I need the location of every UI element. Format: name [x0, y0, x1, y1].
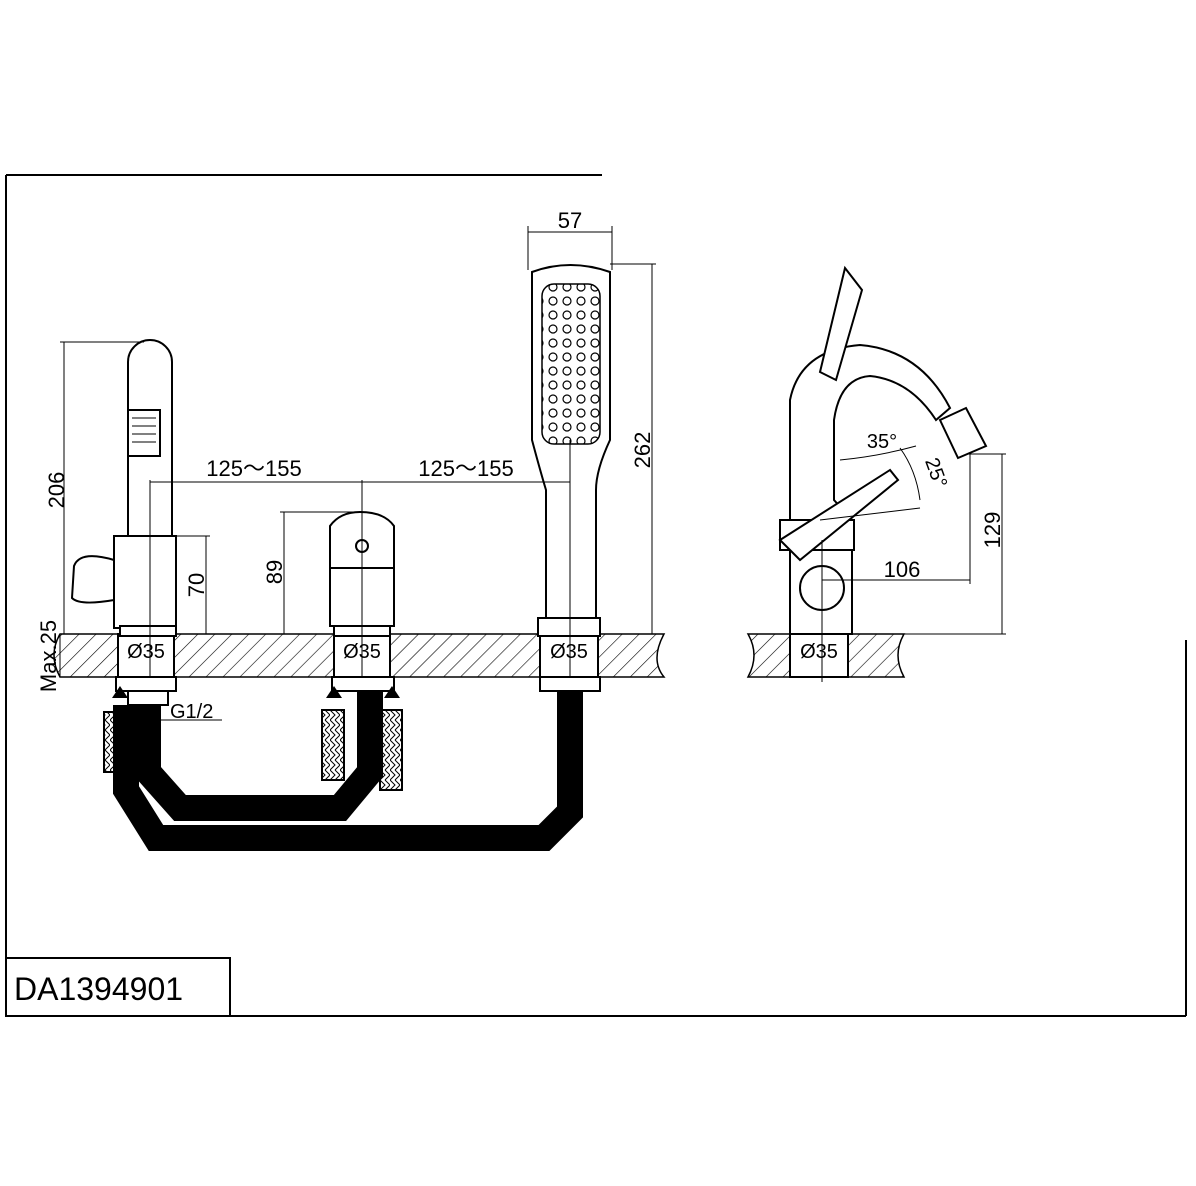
dim-angle-25: 25°: [920, 455, 951, 491]
hand-shower: [531, 264, 611, 700]
deck-section-side: [746, 633, 906, 678]
dim-spacing-left: 125～155: [206, 456, 301, 481]
dim-106: 106: [884, 557, 921, 582]
dim-g12: G1/2: [170, 701, 213, 723]
dim-89: 89: [262, 560, 287, 584]
model-code: DA1394901: [14, 971, 183, 1007]
dim-70: 70: [184, 573, 209, 597]
mixer-valve: [329, 480, 395, 700]
dim-hose-400: 400mm: [238, 799, 275, 811]
dim-57: 57: [558, 208, 582, 233]
spout-fixture: [70, 339, 177, 690]
dim-max25: Max.25: [36, 620, 61, 692]
dim-spacing-right: 125～155: [418, 456, 513, 481]
dim-angle-35: 35°: [867, 431, 897, 453]
dim-hole-2: Ø35: [343, 641, 381, 663]
dimension-lines: [59, 226, 1006, 721]
dim-hose-2000: 2000mm: [235, 833, 278, 845]
drawing-frame: [5, 174, 1187, 1017]
dim-hole-1: Ø35: [127, 641, 165, 663]
side-view-fixture: [778, 265, 988, 682]
dim-206: 206: [44, 472, 69, 509]
dimension-labels: 206 70 89 Max.25 125～155 125～155 57 262 …: [36, 208, 1005, 845]
dim-129: 129: [980, 512, 1005, 549]
dim-hole-3: Ø35: [550, 641, 588, 663]
dim-hole-side: Ø35: [800, 641, 838, 663]
dim-262: 262: [630, 432, 655, 469]
hoses: [103, 686, 583, 851]
